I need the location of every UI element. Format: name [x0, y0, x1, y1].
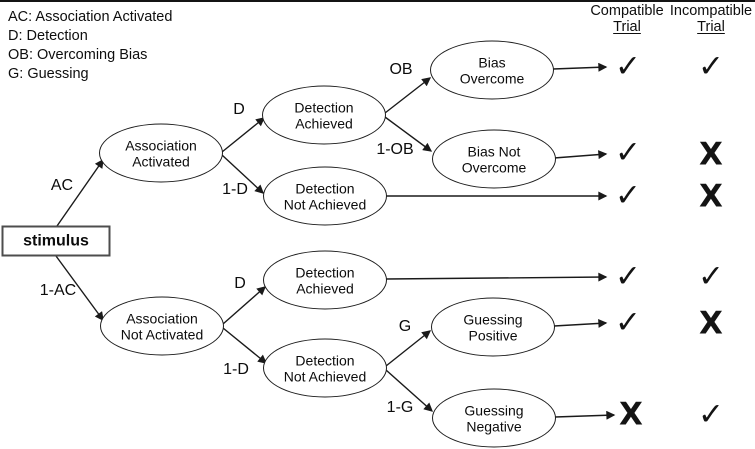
- legend-item-ob: OB: Overcoming Bias: [8, 47, 148, 63]
- node-label-line: Overcome: [459, 70, 525, 86]
- node-label-line: Not Achieved: [283, 368, 367, 384]
- mark-incompatible-detection-not-achieved-upper: X: [699, 178, 723, 215]
- mark-compatible-guessing-negative: X: [619, 396, 643, 433]
- node-label-line: Detection: [295, 264, 355, 280]
- node-guessing-negative: Guessing Negative: [432, 388, 556, 448]
- column-header-compatible: Compatible Trial: [590, 3, 663, 35]
- column-header-incompatible: Incompatible Trial: [670, 3, 752, 35]
- node-label-line: Not Activated: [120, 326, 204, 342]
- node-label-line: Guessing: [464, 402, 524, 418]
- stimulus-label: stimulus: [23, 232, 89, 249]
- mark-incompatible-detection-achieved-lower: ✓: [698, 258, 724, 295]
- edge-bias-not-overcome-to-outcome: [553, 150, 608, 160]
- edge-detection-not-achieved-lower-to-guessing-negative: [385, 369, 434, 412]
- node-label-line: Not Achieved: [283, 196, 367, 212]
- branch-label-1-d-lower: 1-D: [223, 361, 249, 378]
- branch-label-d-upper: D: [233, 101, 245, 118]
- node-association-not-activated: Association Not Activated: [100, 296, 224, 356]
- node-association-activated: Association Activated: [99, 123, 223, 183]
- edge-association-not-activated-to-detection-achieved: [222, 286, 267, 325]
- node-label-line: Negative: [466, 418, 522, 434]
- edge-stimulus-to-association-activated: [56, 158, 104, 227]
- node-bias-not-overcome: Bias Not Overcome: [432, 129, 556, 189]
- node-detection-not-achieved-upper: Detection Not Achieved: [263, 166, 387, 226]
- mark-compatible-detection-achieved-lower: ✓: [615, 258, 641, 295]
- node-label-line: Bias: [478, 54, 506, 70]
- node-detection-achieved-lower: Detection Achieved: [263, 250, 387, 310]
- edge-association-activated-to-detection-achieved: [221, 117, 266, 153]
- node-label-line: Association: [125, 137, 197, 153]
- edge-stimulus-to-association-not-activated: [55, 255, 104, 322]
- node-label-line: Detection: [294, 99, 354, 115]
- node-guessing-positive: Guessing Positive: [431, 297, 555, 357]
- node-label-line: Detection: [295, 352, 355, 368]
- node-label-line: Guessing: [463, 311, 523, 327]
- edge-association-not-activated-to-detection-not-achieved: [222, 327, 268, 364]
- mark-incompatible-bias-not-overcome: X: [699, 136, 723, 173]
- branch-label-1-ob: 1-OB: [376, 141, 414, 158]
- compatible-header-line2: Trial: [613, 19, 641, 35]
- mark-compatible-guessing-positive: ✓: [615, 304, 641, 341]
- legend: AC: Association Activated D: Detection O…: [8, 8, 172, 84]
- edge-detection-not-achieved-lower-to-guessing-positive: [385, 330, 432, 367]
- node-detection-achieved-upper: Detection Achieved: [262, 85, 386, 145]
- legend-item-g: G: Guessing: [8, 66, 89, 82]
- branch-label-1-ac: 1-AC: [39, 282, 77, 299]
- legend-item-d: D: Detection: [8, 28, 88, 44]
- node-label-line: Activated: [132, 153, 190, 169]
- node-label-line: Detection: [295, 180, 355, 196]
- branch-label-1-d-upper: 1-D: [222, 181, 248, 198]
- branch-label-d-lower: D: [234, 275, 246, 292]
- node-bias-overcome: Bias Overcome: [430, 40, 554, 100]
- edge-guessing-positive-to-outcome: [553, 318, 608, 328]
- edge-bias-overcome-to-outcome: [552, 62, 608, 72]
- edge-guessing-negative-to-outcome: [554, 410, 616, 420]
- stimulus-node: stimulus: [1, 225, 111, 257]
- node-label-line: Bias Not: [467, 143, 521, 159]
- mark-incompatible-guessing-positive: X: [699, 305, 723, 342]
- mark-compatible-bias-overcome: ✓: [615, 48, 641, 85]
- node-detection-not-achieved-lower: Detection Not Achieved: [263, 338, 387, 398]
- top-border-line: [0, 0, 755, 2]
- branch-label-g: G: [398, 318, 412, 335]
- edge-association-activated-to-detection-not-achieved: [221, 154, 264, 194]
- mark-incompatible-bias-overcome: ✓: [698, 48, 724, 85]
- mark-compatible-bias-not-overcome: ✓: [615, 134, 641, 171]
- node-label-line: Achieved: [296, 280, 354, 296]
- node-label-line: Association: [126, 310, 198, 326]
- incompatible-header-line2: Trial: [697, 19, 725, 35]
- branch-label-ob: OB: [389, 61, 413, 78]
- branch-label-1-g: 1-G: [386, 399, 414, 416]
- node-label-line: Achieved: [295, 115, 353, 131]
- mark-compatible-detection-not-achieved-upper: ✓: [615, 177, 641, 214]
- node-label-line: Overcome: [461, 159, 527, 175]
- node-label-line: Positive: [468, 327, 518, 343]
- compatible-header-line1: Compatible: [590, 3, 664, 19]
- edge-detection-achieved-to-bias-overcome: [384, 77, 432, 114]
- edge-detection-achieved-to-bias-not-overcome: [384, 116, 433, 152]
- edge-detection-achieved-lower-to-outcome: [385, 272, 608, 282]
- mark-incompatible-guessing-negative: ✓: [698, 396, 724, 433]
- legend-item-ac: AC: Association Activated: [8, 9, 173, 25]
- branch-label-ac: AC: [50, 177, 74, 194]
- incompatible-header-line1: Incompatible: [669, 3, 753, 19]
